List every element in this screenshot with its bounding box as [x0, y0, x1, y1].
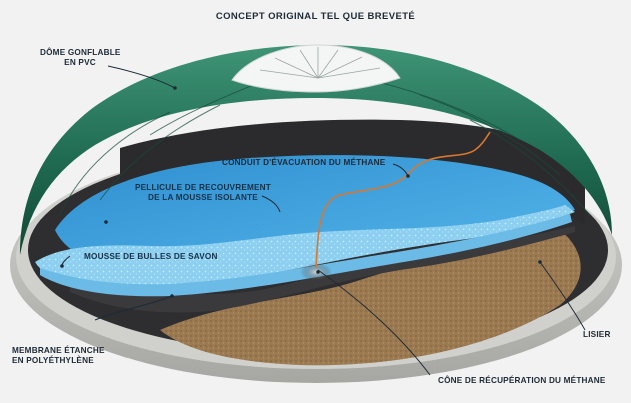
membrane-fold	[70, 226, 575, 313]
label-cover-film-line1: PELLICULE DE RECOUVREMENT	[134, 183, 271, 192]
methane-cone	[300, 263, 332, 281]
page-title: CONCEPT ORIGINAL TEL QUE BREVETÉ	[215, 11, 416, 22]
cover-film	[55, 155, 575, 273]
label-manure: LISIER	[583, 330, 611, 339]
foam-edge	[40, 214, 572, 297]
leader-lines	[61, 65, 586, 376]
manure-layer	[160, 230, 581, 366]
label-dome-line2: EN PVC	[64, 58, 96, 67]
label-methane-pipe: CONDUIT D'ÉVACUATION DU MÉTHANE	[222, 158, 386, 167]
inflatable-dome	[20, 45, 612, 255]
label-cover-film: PELLICULE DE RECOUVREMENT DE LA MOUSSE I…	[128, 183, 278, 203]
leader-dots	[60, 86, 542, 298]
methane-pipe	[315, 131, 491, 269]
label-membrane-line2: EN POLYÉTHYLÈNE	[12, 356, 94, 365]
label-soap-foam: MOUSSE DE BULLES DE SAVON	[84, 252, 218, 261]
label-dome-line1: DÔME GONFLABLE	[40, 48, 121, 57]
skylight-ribs	[259, 47, 381, 79]
label-dome: DÔME GONFLABLE EN PVC	[40, 48, 120, 68]
label-methane-cone: CÔNE DE RÉCUPÉRATION DU MÉTHANE	[438, 376, 606, 385]
label-membrane: MEMBRANE ÉTANCHE EN POLYÉTHYLÈNE	[12, 346, 105, 366]
soap-foam-band	[35, 205, 575, 289]
dome-skylight	[231, 44, 401, 93]
label-cover-film-line2: DE LA MOUSSE ISOLANTE	[148, 193, 258, 202]
label-membrane-line1: MEMBRANE ÉTANCHE	[12, 346, 105, 355]
